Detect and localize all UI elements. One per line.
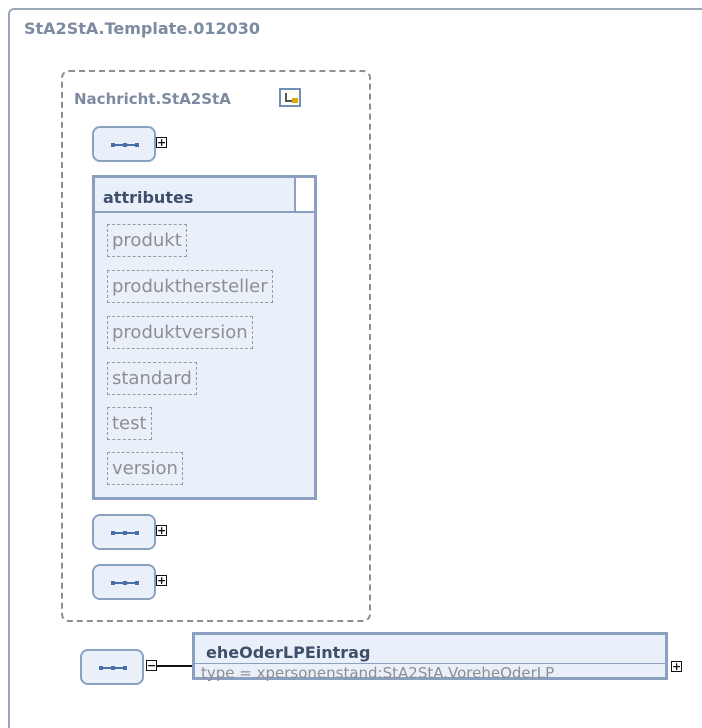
group-title: Nachricht.StA2StA xyxy=(74,90,231,108)
template-frame xyxy=(8,8,702,728)
expand-button-element[interactable]: + xyxy=(671,660,682,673)
complex-type-icon xyxy=(279,88,301,107)
element-type: type = xpersonenstand:StA2StA.VoreheOder… xyxy=(201,664,555,682)
sequence-icon xyxy=(111,143,139,147)
element-name: eheOderLPEintrag xyxy=(206,643,371,662)
attributes-header: attributes xyxy=(95,178,314,213)
expand-button-1[interactable]: + xyxy=(156,136,167,149)
attribute-version[interactable]: version xyxy=(107,452,183,485)
template-title: StA2StA.Template.012030 xyxy=(24,19,261,38)
attribute-standard[interactable]: standard xyxy=(107,362,197,395)
element-divider xyxy=(195,663,665,664)
attribute-produkt[interactable]: produkt xyxy=(107,224,187,257)
sequence-node-2[interactable] xyxy=(92,514,156,550)
attribute-test[interactable]: test xyxy=(107,407,152,440)
element-node-eheoderlpeintrag[interactable]: eheOderLPEintrag type = xpersonenstand:S… xyxy=(192,632,668,682)
attribute-produkthersteller[interactable]: produkthersteller xyxy=(107,270,273,303)
message-group xyxy=(61,70,371,622)
attributes-panel: attributes produkt produkthersteller pro… xyxy=(92,175,317,500)
sequence-icon xyxy=(111,581,139,585)
attributes-title: attributes xyxy=(103,188,194,207)
expand-button-2[interactable]: + xyxy=(156,524,167,537)
attribute-produktversion[interactable]: produktversion xyxy=(107,316,253,349)
collapse-button[interactable]: − xyxy=(146,659,157,672)
expand-button-3[interactable]: + xyxy=(156,574,167,587)
sequence-node-main[interactable] xyxy=(80,649,144,685)
sequence-node-1[interactable] xyxy=(92,126,156,162)
connector-line xyxy=(157,665,192,667)
sequence-icon xyxy=(111,531,139,535)
sequence-node-3[interactable] xyxy=(92,564,156,600)
sequence-icon xyxy=(99,666,127,670)
attributes-corner xyxy=(294,178,314,211)
